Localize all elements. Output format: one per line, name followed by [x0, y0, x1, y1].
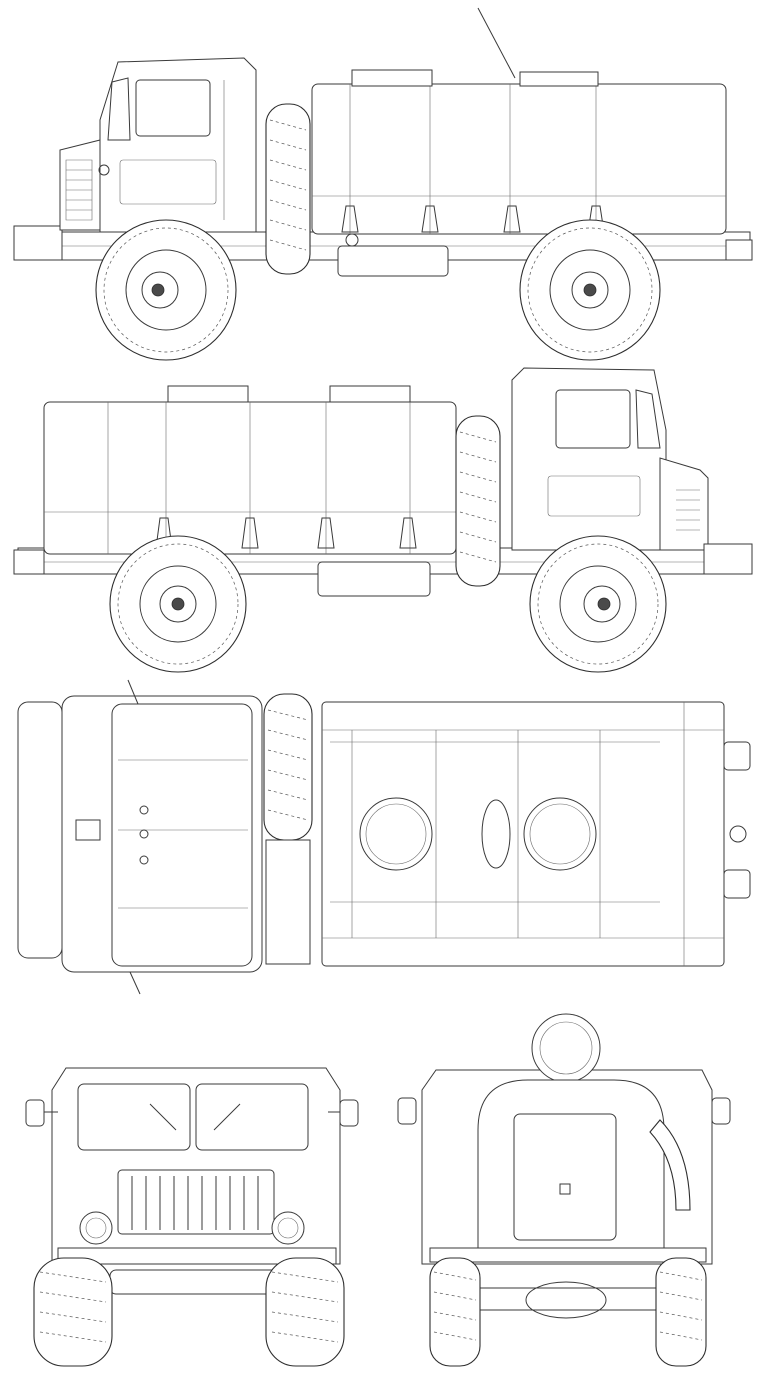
headlight [99, 165, 109, 175]
tank-hatch-rear [520, 72, 598, 86]
wiper-left [150, 1104, 176, 1130]
windshield-left [78, 1084, 190, 1150]
headlight-left [80, 1212, 112, 1244]
top-view [18, 680, 750, 994]
tank-hatch-rear [168, 386, 248, 402]
wiper-right [214, 1104, 240, 1130]
spare-wheel [266, 104, 310, 274]
rear-bumper [726, 240, 752, 260]
battery-box [266, 840, 310, 964]
side-tool-box [338, 246, 448, 276]
front-wheel [96, 220, 236, 360]
mirror-left [398, 1098, 416, 1124]
engine-hood [660, 458, 708, 550]
spare-wheel [264, 694, 312, 840]
front-view [26, 1068, 358, 1366]
mirror-right [712, 1098, 730, 1124]
rear-wheel [110, 536, 246, 672]
cab-window [556, 390, 630, 448]
tank-rear-door [514, 1114, 616, 1240]
front-bumper [14, 226, 62, 260]
cab-window [136, 80, 210, 136]
front-wheel-right [266, 1258, 344, 1366]
windshield [636, 390, 660, 448]
rear-wheel-left [430, 1258, 480, 1366]
headlight-right [272, 1212, 304, 1244]
tank-hatch-front [330, 386, 410, 402]
tank-hatch-front [360, 798, 432, 870]
rear-view [398, 1014, 730, 1366]
rear-axle [472, 1288, 666, 1310]
front-bumper [58, 1248, 336, 1264]
spare-wheel [650, 1120, 690, 1210]
cab-door [120, 160, 216, 204]
tank [322, 702, 724, 966]
mirror-right [130, 972, 140, 994]
hatch-lid-open [482, 800, 510, 868]
rear-differential [526, 1282, 606, 1318]
tank-top-hatch [532, 1014, 600, 1082]
spare-wheel [456, 416, 500, 586]
tank-hatch-rear [524, 798, 596, 870]
cab-door [548, 476, 640, 516]
front-wheel-left [34, 1258, 112, 1366]
front-axle [110, 1270, 284, 1294]
mirror-left [26, 1100, 44, 1126]
side-tool-box [318, 562, 430, 596]
front-wheel [530, 536, 666, 672]
tank-hatch-front [352, 70, 432, 86]
rear-wheel [520, 220, 660, 360]
tank [312, 84, 726, 234]
roof-panel [112, 704, 252, 966]
right-side-view [14, 368, 752, 672]
left-side-view [14, 8, 752, 360]
mirror-left [128, 680, 138, 704]
windshield [108, 78, 130, 140]
rear-wheel-right [656, 1258, 706, 1366]
mirror-right [340, 1100, 358, 1126]
rear-bumper [14, 550, 44, 574]
windshield-right [196, 1084, 308, 1150]
radiator-grille [118, 1170, 274, 1234]
antenna [478, 8, 515, 78]
rear-bumper [430, 1248, 706, 1262]
front-bumper [704, 544, 752, 574]
front-bumper [18, 702, 62, 958]
